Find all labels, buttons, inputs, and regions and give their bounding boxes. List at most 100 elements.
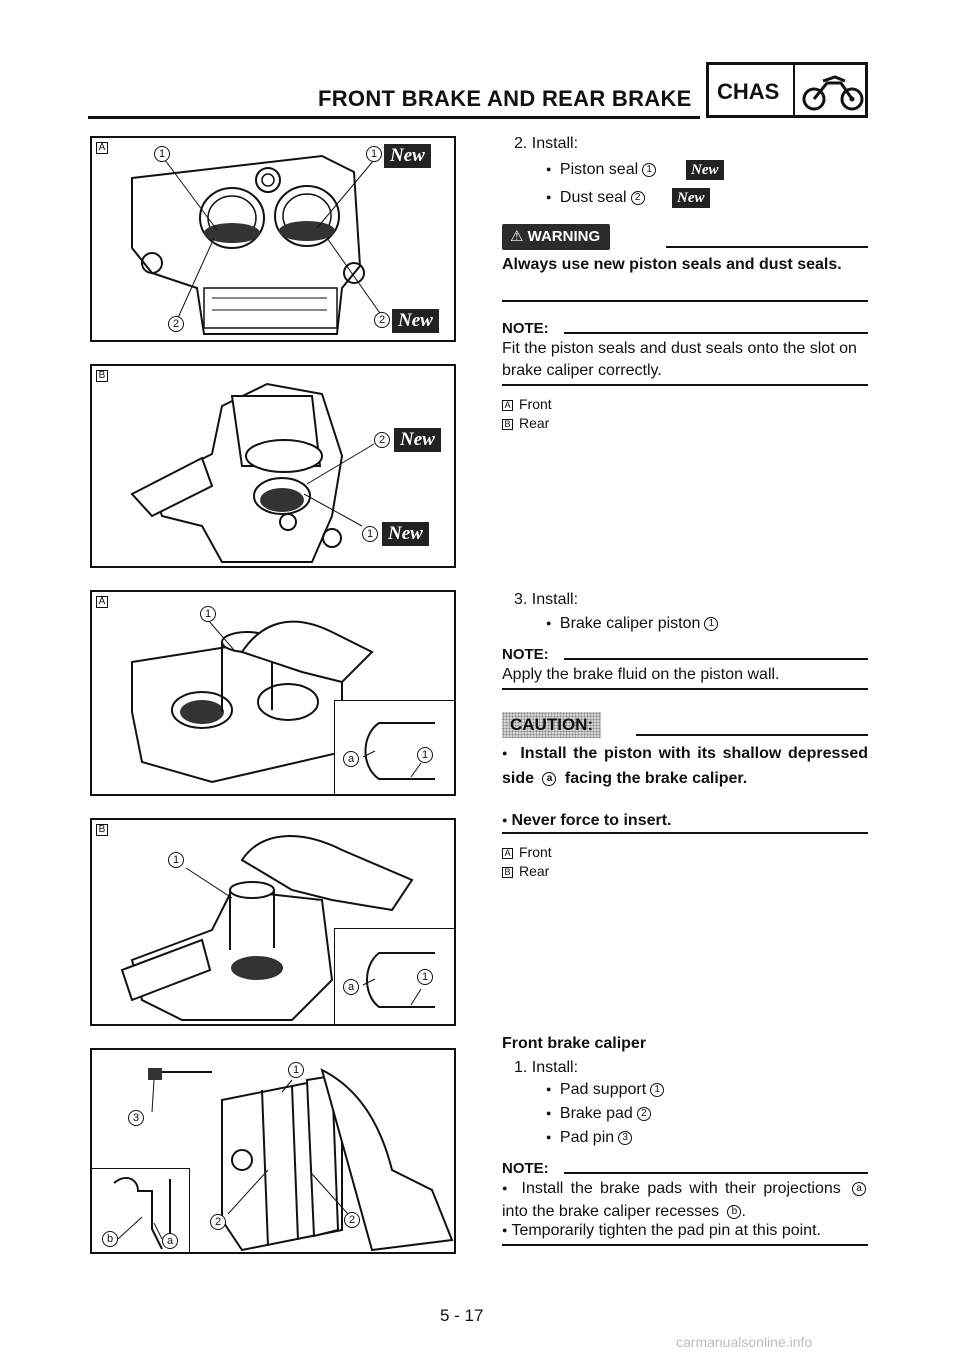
ref-1: 1 bbox=[704, 616, 719, 631]
caution-end-rule bbox=[502, 832, 868, 834]
piston-detail-inset: a 1 bbox=[334, 700, 454, 794]
warning-rule bbox=[666, 246, 868, 248]
callout-1: 1 bbox=[200, 606, 216, 622]
callout-1: 1 bbox=[168, 852, 184, 868]
callout-1: 1 bbox=[362, 526, 378, 542]
caution-rule bbox=[636, 734, 868, 736]
caution-text: facing the brake caliper. bbox=[564, 770, 748, 787]
item-text: Pad pin bbox=[559, 1129, 615, 1146]
callout-1: 1 bbox=[417, 747, 433, 763]
new-part-tag: New bbox=[686, 160, 724, 180]
legend-rear: B Rear bbox=[502, 413, 549, 433]
figure-rear-caliper-seals: B 2 New 1 New bbox=[90, 364, 456, 568]
caution-item-1: Install the piston with its shallow depr… bbox=[502, 742, 868, 791]
ref-b: b bbox=[727, 1204, 742, 1219]
legend-key: B bbox=[502, 866, 513, 878]
note-rule bbox=[564, 1172, 868, 1174]
callout-1: 1 bbox=[366, 146, 382, 162]
step-number: 3. bbox=[514, 591, 528, 608]
step-3-heading: 3. Install: bbox=[514, 590, 578, 610]
new-part-tag: New bbox=[392, 309, 439, 333]
figure-letter: A bbox=[96, 596, 108, 608]
new-part-tag: New bbox=[394, 428, 441, 452]
front-caliper-illustration bbox=[131, 154, 383, 335]
item-text: Pad support bbox=[559, 1081, 647, 1098]
figure-front-caliper-seals: A 1 1 New 2 2 New bbox=[90, 136, 456, 342]
legend-text: Rear bbox=[519, 415, 550, 431]
step-1-heading: 1. Install: bbox=[514, 1058, 578, 1078]
legend-key: A bbox=[502, 399, 513, 411]
legend-text: Front bbox=[519, 844, 552, 860]
note-text: into the brake caliper recesses bbox=[502, 1203, 719, 1220]
note-rule bbox=[564, 332, 868, 334]
note-text: Apply the brake fluid on the piston wall… bbox=[502, 666, 780, 683]
rear-caliper-illustration bbox=[130, 382, 375, 563]
caution-badge: CAUTION: bbox=[502, 712, 602, 738]
step-number: 1. bbox=[514, 1059, 528, 1076]
note-end-rule bbox=[502, 688, 868, 690]
note-label: NOTE: bbox=[502, 646, 549, 663]
legend-key: B bbox=[502, 418, 513, 430]
ref-a: a bbox=[542, 771, 557, 786]
ref-3: 3 bbox=[618, 1130, 633, 1145]
new-part-tag: New bbox=[672, 188, 710, 208]
figure-letter: B bbox=[96, 824, 108, 836]
motorcycle-icon bbox=[802, 75, 864, 111]
new-part-tag: New bbox=[384, 144, 431, 168]
step-2-heading: 2. Install: bbox=[514, 134, 578, 154]
step-number: 2. bbox=[514, 135, 528, 152]
legend-key: A bbox=[502, 847, 513, 859]
figure-front-piston-install: A 1 a 1 bbox=[90, 590, 456, 796]
callout-3: 3 bbox=[128, 1110, 144, 1126]
figure-rear-piston-install: B 1 a 1 bbox=[90, 818, 456, 1026]
callout-1: 1 bbox=[154, 146, 170, 162]
ref-1: 1 bbox=[642, 162, 657, 177]
caution-item-2: Never force to insert. bbox=[502, 810, 868, 833]
note-end-rule bbox=[502, 1244, 868, 1246]
front-piston-illustration bbox=[131, 619, 374, 784]
warning-label: WARNING bbox=[527, 228, 601, 245]
page-title: FRONT BRAKE AND REAR BRAKE bbox=[318, 86, 692, 111]
new-part-tag: New bbox=[382, 522, 429, 546]
ref-1: 1 bbox=[650, 1082, 665, 1097]
note-end-rule bbox=[502, 384, 868, 386]
note-text: Install the brake pads with their projec… bbox=[521, 1180, 841, 1197]
page-number: 5 - 17 bbox=[440, 1306, 484, 1325]
callout-2: 2 bbox=[374, 432, 390, 448]
note-label: NOTE: bbox=[502, 1160, 549, 1177]
header-rule bbox=[88, 116, 700, 119]
callout-2: 2 bbox=[374, 312, 390, 328]
figure-front-caliper-pads: 1 3 2 2 b a bbox=[90, 1048, 456, 1254]
step-action: Install: bbox=[531, 1059, 579, 1076]
item-text: Dust seal bbox=[559, 189, 627, 206]
warning-icon: ⚠ bbox=[510, 228, 524, 245]
section-tab-divider bbox=[793, 65, 795, 115]
note-rule bbox=[564, 658, 868, 660]
note-text: . bbox=[741, 1203, 746, 1220]
piston-profile-drawing bbox=[362, 952, 435, 1008]
callout-1: 1 bbox=[288, 1062, 304, 1078]
step-action: Install: bbox=[531, 135, 579, 152]
callout-2: 2 bbox=[168, 316, 184, 332]
piston-profile-drawing bbox=[362, 722, 435, 780]
callout-1: 1 bbox=[417, 969, 433, 985]
rear-piston-illustration bbox=[120, 835, 414, 1021]
ref-2: 2 bbox=[630, 190, 645, 205]
ref-a: a bbox=[852, 1181, 867, 1196]
warning-end-rule bbox=[502, 300, 868, 302]
piston-detail-inset: a 1 bbox=[334, 928, 454, 1024]
item-text: Piston seal bbox=[559, 161, 639, 178]
callout-a: a bbox=[162, 1233, 178, 1249]
note-text: Fit the piston seals and dust seals onto… bbox=[502, 340, 857, 379]
caution-text: Install the piston with its shallow depr… bbox=[502, 745, 869, 787]
callout-a: a bbox=[343, 979, 359, 995]
figure-letter: B bbox=[96, 370, 108, 382]
legend-front: A Front bbox=[502, 842, 552, 862]
warning-text: Always use new piston seals and dust sea… bbox=[502, 256, 842, 273]
